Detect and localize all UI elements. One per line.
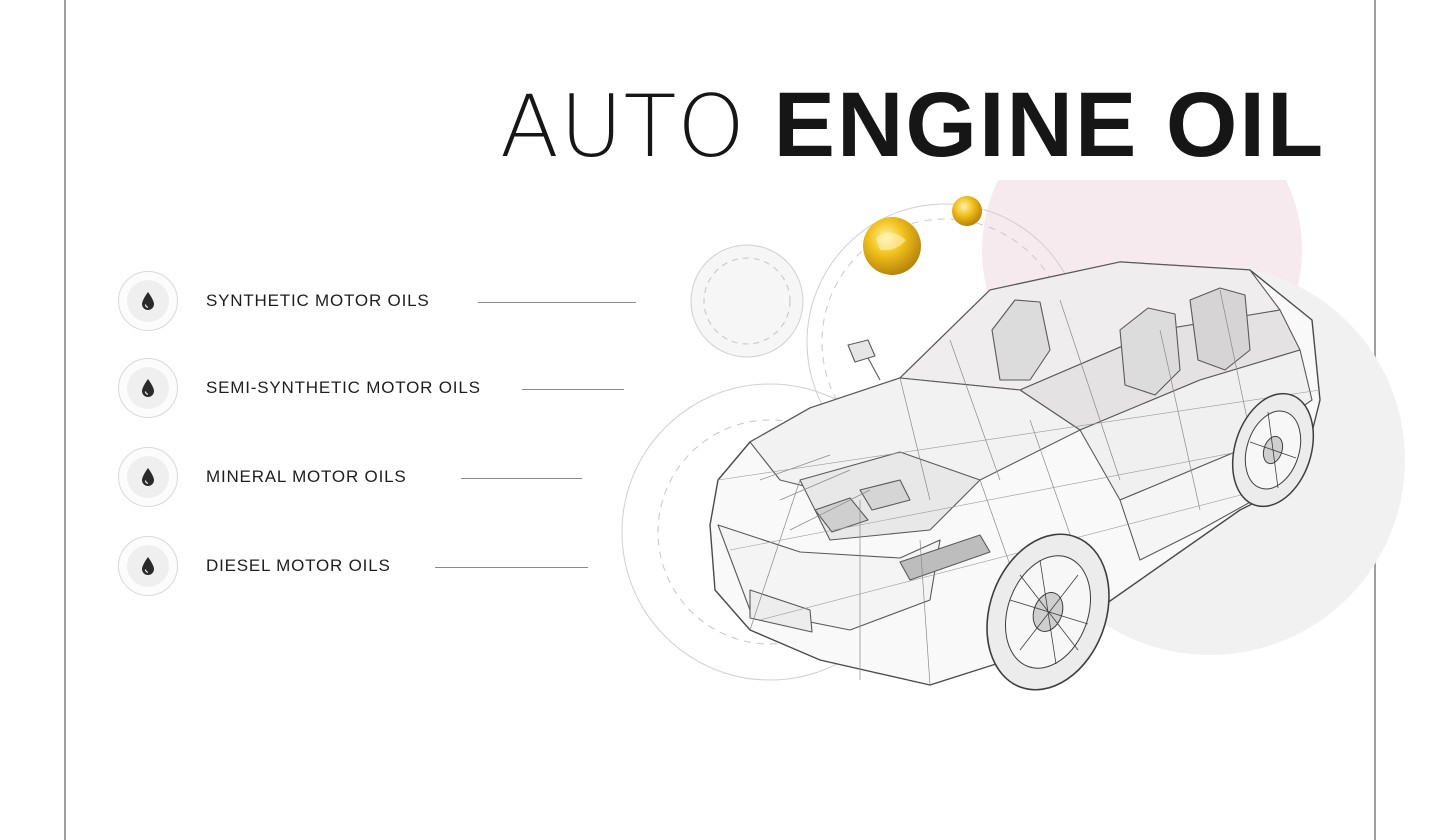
oil-drop-icon <box>118 358 178 418</box>
menu-item-synthetic[interactable]: SYNTHETIC MOTOR OILS <box>118 270 430 332</box>
frame-left-border <box>64 0 66 840</box>
menu-item-label: MINERAL MOTOR OILS <box>206 467 407 486</box>
front-wheel <box>986 533 1110 691</box>
menu-item-label: DIESEL MOTOR OILS <box>206 556 391 575</box>
menu-connector-line <box>522 389 624 390</box>
menu-item-label: SYNTHETIC MOTOR OILS <box>206 291 430 310</box>
oil-drop-icon <box>118 447 178 507</box>
car-wireframe <box>709 261 1321 686</box>
menu-connector-line <box>461 478 582 479</box>
menu-item-diesel[interactable]: DIESEL MOTOR OILS <box>118 535 391 597</box>
menu-connector-line <box>435 567 588 568</box>
menu-item-mineral[interactable]: MINERAL MOTOR OILS <box>118 446 407 508</box>
gold-oil-sphere-small <box>952 196 982 226</box>
title-light: AUTO <box>500 77 747 177</box>
menu-item-label: SEMI-SYNTHETIC MOTOR OILS <box>206 378 481 397</box>
menu-item-semi-synthetic[interactable]: SEMI-SYNTHETIC MOTOR OILS <box>118 357 481 419</box>
title-bold: ENGINE OIL <box>773 74 1326 176</box>
page-title: AUTO ENGINE OIL <box>500 70 1340 182</box>
oil-drop-icon <box>118 536 178 596</box>
rear-wheel <box>1231 392 1315 508</box>
car-illustration <box>621 180 1405 691</box>
menu-connector-line <box>478 302 636 303</box>
small-orbit-circle <box>690 244 804 358</box>
oil-drop-icon <box>118 271 178 331</box>
